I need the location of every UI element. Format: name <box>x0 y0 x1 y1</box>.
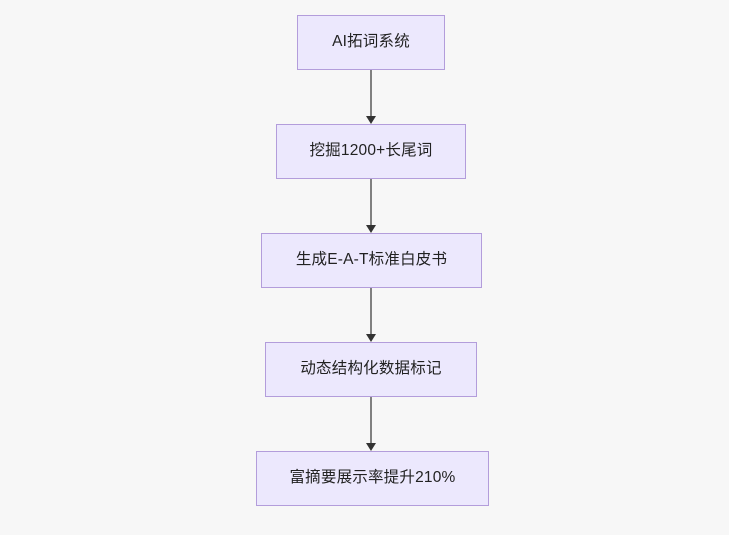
connector-n1-n2 <box>361 70 381 124</box>
flow-node-rich-snippet-impression-uplift[interactable]: 富摘要展示率提升210% <box>256 451 489 506</box>
arrowhead-icon <box>365 225 376 233</box>
arrowhead-icon <box>365 116 376 124</box>
connector-line <box>370 179 372 225</box>
arrowhead-icon <box>365 443 376 451</box>
connector-n3-n4 <box>361 288 381 342</box>
flow-node-mine-longtail-keywords[interactable]: 挖掘1200+长尾词 <box>276 124 466 179</box>
flow-node-ai-keyword-system[interactable]: AI拓词系统 <box>297 15 445 70</box>
flow-node-label: 动态结构化数据标记 <box>300 360 442 378</box>
flow-node-label: AI拓词系统 <box>332 33 410 51</box>
arrowhead-icon <box>365 334 376 342</box>
flow-node-label: 富摘要展示率提升210% <box>289 469 456 487</box>
connector-line <box>370 397 372 443</box>
connector-n2-n3 <box>361 179 381 233</box>
flow-node-generate-eat-whitepaper[interactable]: 生成E-A-T标准白皮书 <box>261 233 482 288</box>
flow-node-label: 挖掘1200+长尾词 <box>309 142 433 160</box>
flow-node-dynamic-structured-data-markup[interactable]: 动态结构化数据标记 <box>265 342 477 397</box>
connector-n4-n5 <box>361 397 381 451</box>
flow-node-label: 生成E-A-T标准白皮书 <box>295 251 448 269</box>
connector-line <box>370 288 372 334</box>
connector-line <box>370 70 372 116</box>
